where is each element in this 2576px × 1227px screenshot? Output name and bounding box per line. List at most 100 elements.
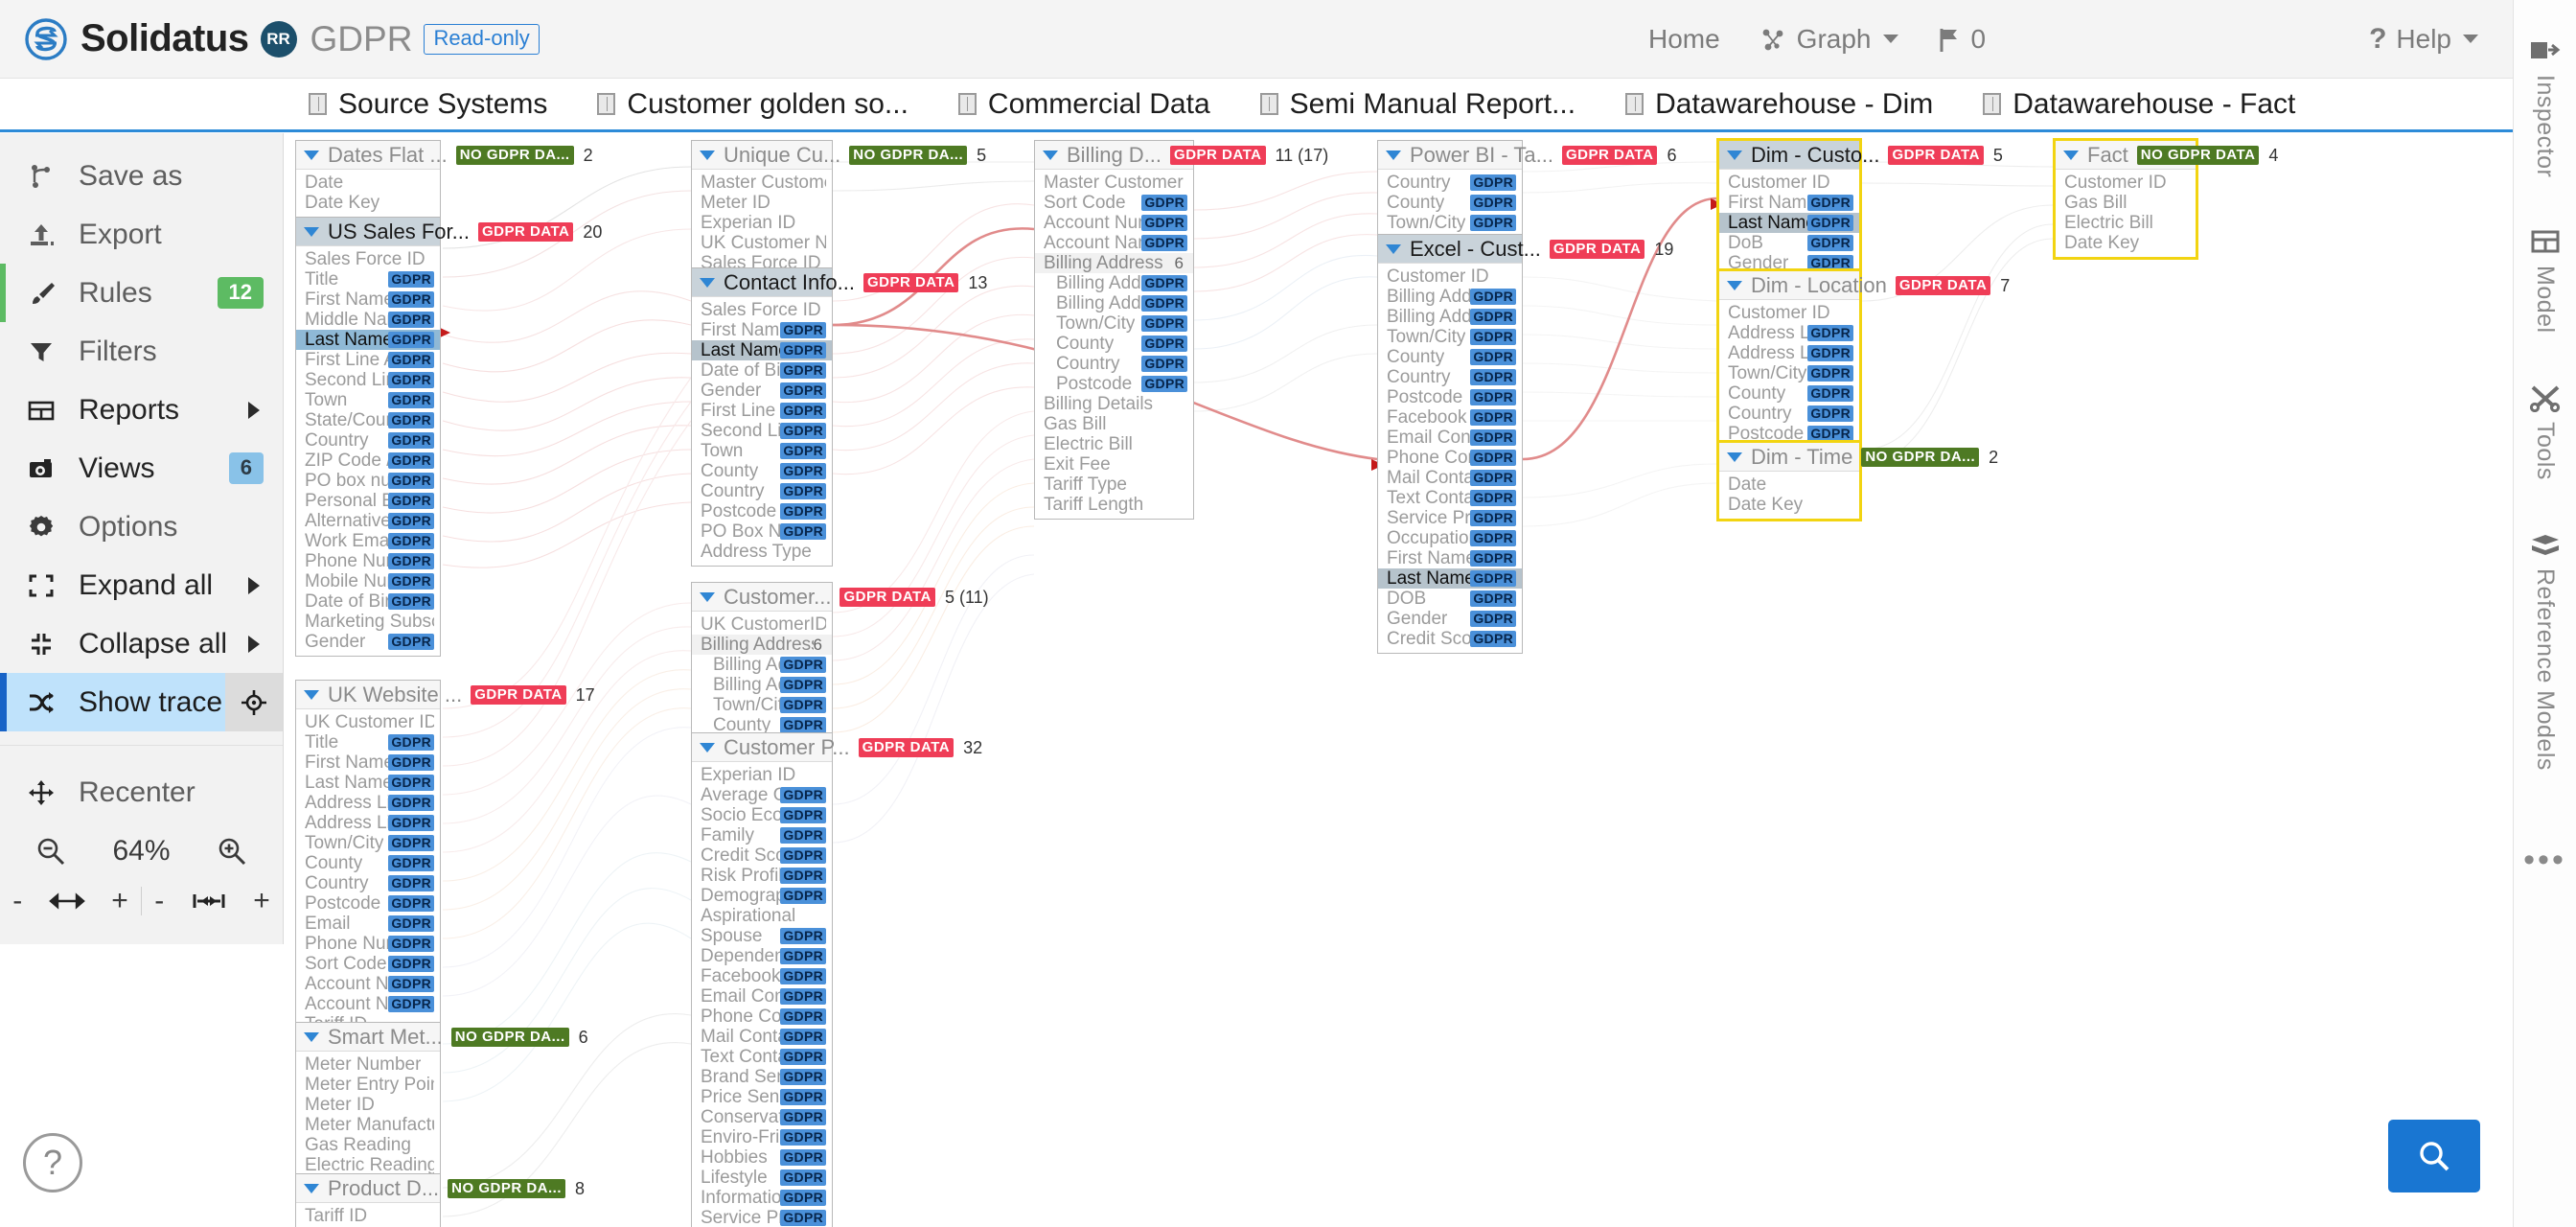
node-field-row[interactable]: PO box numberGDPR	[296, 471, 440, 491]
node-field-row[interactable]: Address Line 1GDPR	[296, 793, 440, 813]
trace-target-button[interactable]	[225, 673, 283, 731]
help-fab-button[interactable]: ?	[23, 1133, 82, 1192]
node-field-row[interactable]: Gas Bill	[2056, 193, 2196, 213]
nav-home[interactable]: Home	[1648, 24, 1720, 55]
node-field-row[interactable]: Credit ScoreGDPR	[692, 845, 832, 866]
node-field-row[interactable]: Facebook ContactGDPR	[692, 966, 832, 986]
node-field-row[interactable]: Electric Reading	[296, 1155, 440, 1175]
sidebar-item-filters[interactable]: Filters	[0, 322, 283, 381]
rail-item-inspector[interactable]: Inspector	[2529, 15, 2562, 206]
node-field-row[interactable]: Date	[1719, 475, 1859, 495]
node-field-row[interactable]: Electric Bill	[2056, 213, 2196, 233]
node-field-row[interactable]: Aspirational	[692, 906, 832, 926]
node-field-row[interactable]: Meter Number	[296, 1054, 440, 1075]
chevron-down-icon[interactable]	[1043, 150, 1058, 160]
node-field-row[interactable]: Customer ID	[2056, 173, 2196, 193]
node-field-row[interactable]: Conservative/LiberalGDPR	[692, 1107, 832, 1127]
node-field-row[interactable]: Tariff Type	[1035, 475, 1193, 495]
node-field-row[interactable]: Socio EconomicGDPR	[692, 805, 832, 825]
sidebar-item-collapse-all[interactable]: Collapse all	[0, 614, 283, 673]
node-header[interactable]: Dates Flat ...NO GDPR DA...2	[296, 141, 593, 170]
rail-more-button[interactable]: •••	[2523, 841, 2566, 878]
node-field-row[interactable]: Information SourcesGDPR	[692, 1188, 832, 1208]
node-field-row[interactable]: PO Box NumberGDPR	[692, 521, 832, 542]
node-field-row[interactable]: Address Line 2GDPR	[1719, 343, 1859, 363]
node-field-row[interactable]: Price SensitivityGDPR	[692, 1087, 832, 1107]
node-field-row[interactable]: Date Key	[2056, 233, 2196, 253]
node-field-row[interactable]: DependentsGDPR	[692, 946, 832, 966]
node-field-row[interactable]: Billing Address Line 1GDPR	[692, 655, 832, 675]
vspacing-decrease-button[interactable]: -	[154, 885, 165, 916]
nav-help[interactable]: ? Help	[2369, 23, 2478, 56]
node-field-row[interactable]: Second Line of AddressGDPR	[692, 421, 832, 441]
node-field-row[interactable]: Customer ID	[1719, 303, 1859, 323]
node-field-row[interactable]: Master Customer ID	[692, 173, 832, 193]
node-field-row[interactable]: Facebook ContactGDPR	[1378, 407, 1522, 428]
sidebar-item-options[interactable]: Options	[0, 498, 283, 556]
chevron-down-icon[interactable]	[700, 742, 715, 752]
nav-graph[interactable]: Graph	[1759, 24, 1898, 55]
node-field-row[interactable]: UK CustomerID	[692, 614, 832, 635]
node-field-row[interactable]: First Line AddressGDPR	[296, 350, 440, 370]
chevron-down-icon[interactable]	[1386, 150, 1401, 160]
node-field-row[interactable]: Brand SensitivityGDPR	[692, 1067, 832, 1087]
chevron-down-icon[interactable]	[2063, 150, 2079, 160]
node-field-row[interactable]: Credit ScoreGDPR	[1378, 629, 1522, 649]
chevron-down-icon[interactable]	[304, 150, 319, 160]
hspacing-decrease-button[interactable]: -	[12, 885, 23, 916]
node-field-row[interactable]: Tariff ID	[296, 1206, 440, 1226]
tab-semi-manual-report[interactable]: Semi Manual Report...	[1235, 78, 1600, 131]
node-field-row[interactable]: Tariff Length	[1035, 495, 1193, 515]
node-field-row[interactable]: Text ContactGDPR	[1378, 488, 1522, 508]
node-field-row[interactable]: Marketing Subscription	[296, 612, 440, 632]
sidebar-item-expand-all[interactable]: Expand all	[0, 556, 283, 614]
node-field-row[interactable]: Email ContactGDPR	[1378, 428, 1522, 448]
node-field-row[interactable]: Mail ContactGDPR	[692, 1027, 832, 1047]
node-field-row[interactable]: Electric Bill	[1035, 434, 1193, 454]
tab-source-systems[interactable]: Source Systems	[284, 78, 572, 131]
